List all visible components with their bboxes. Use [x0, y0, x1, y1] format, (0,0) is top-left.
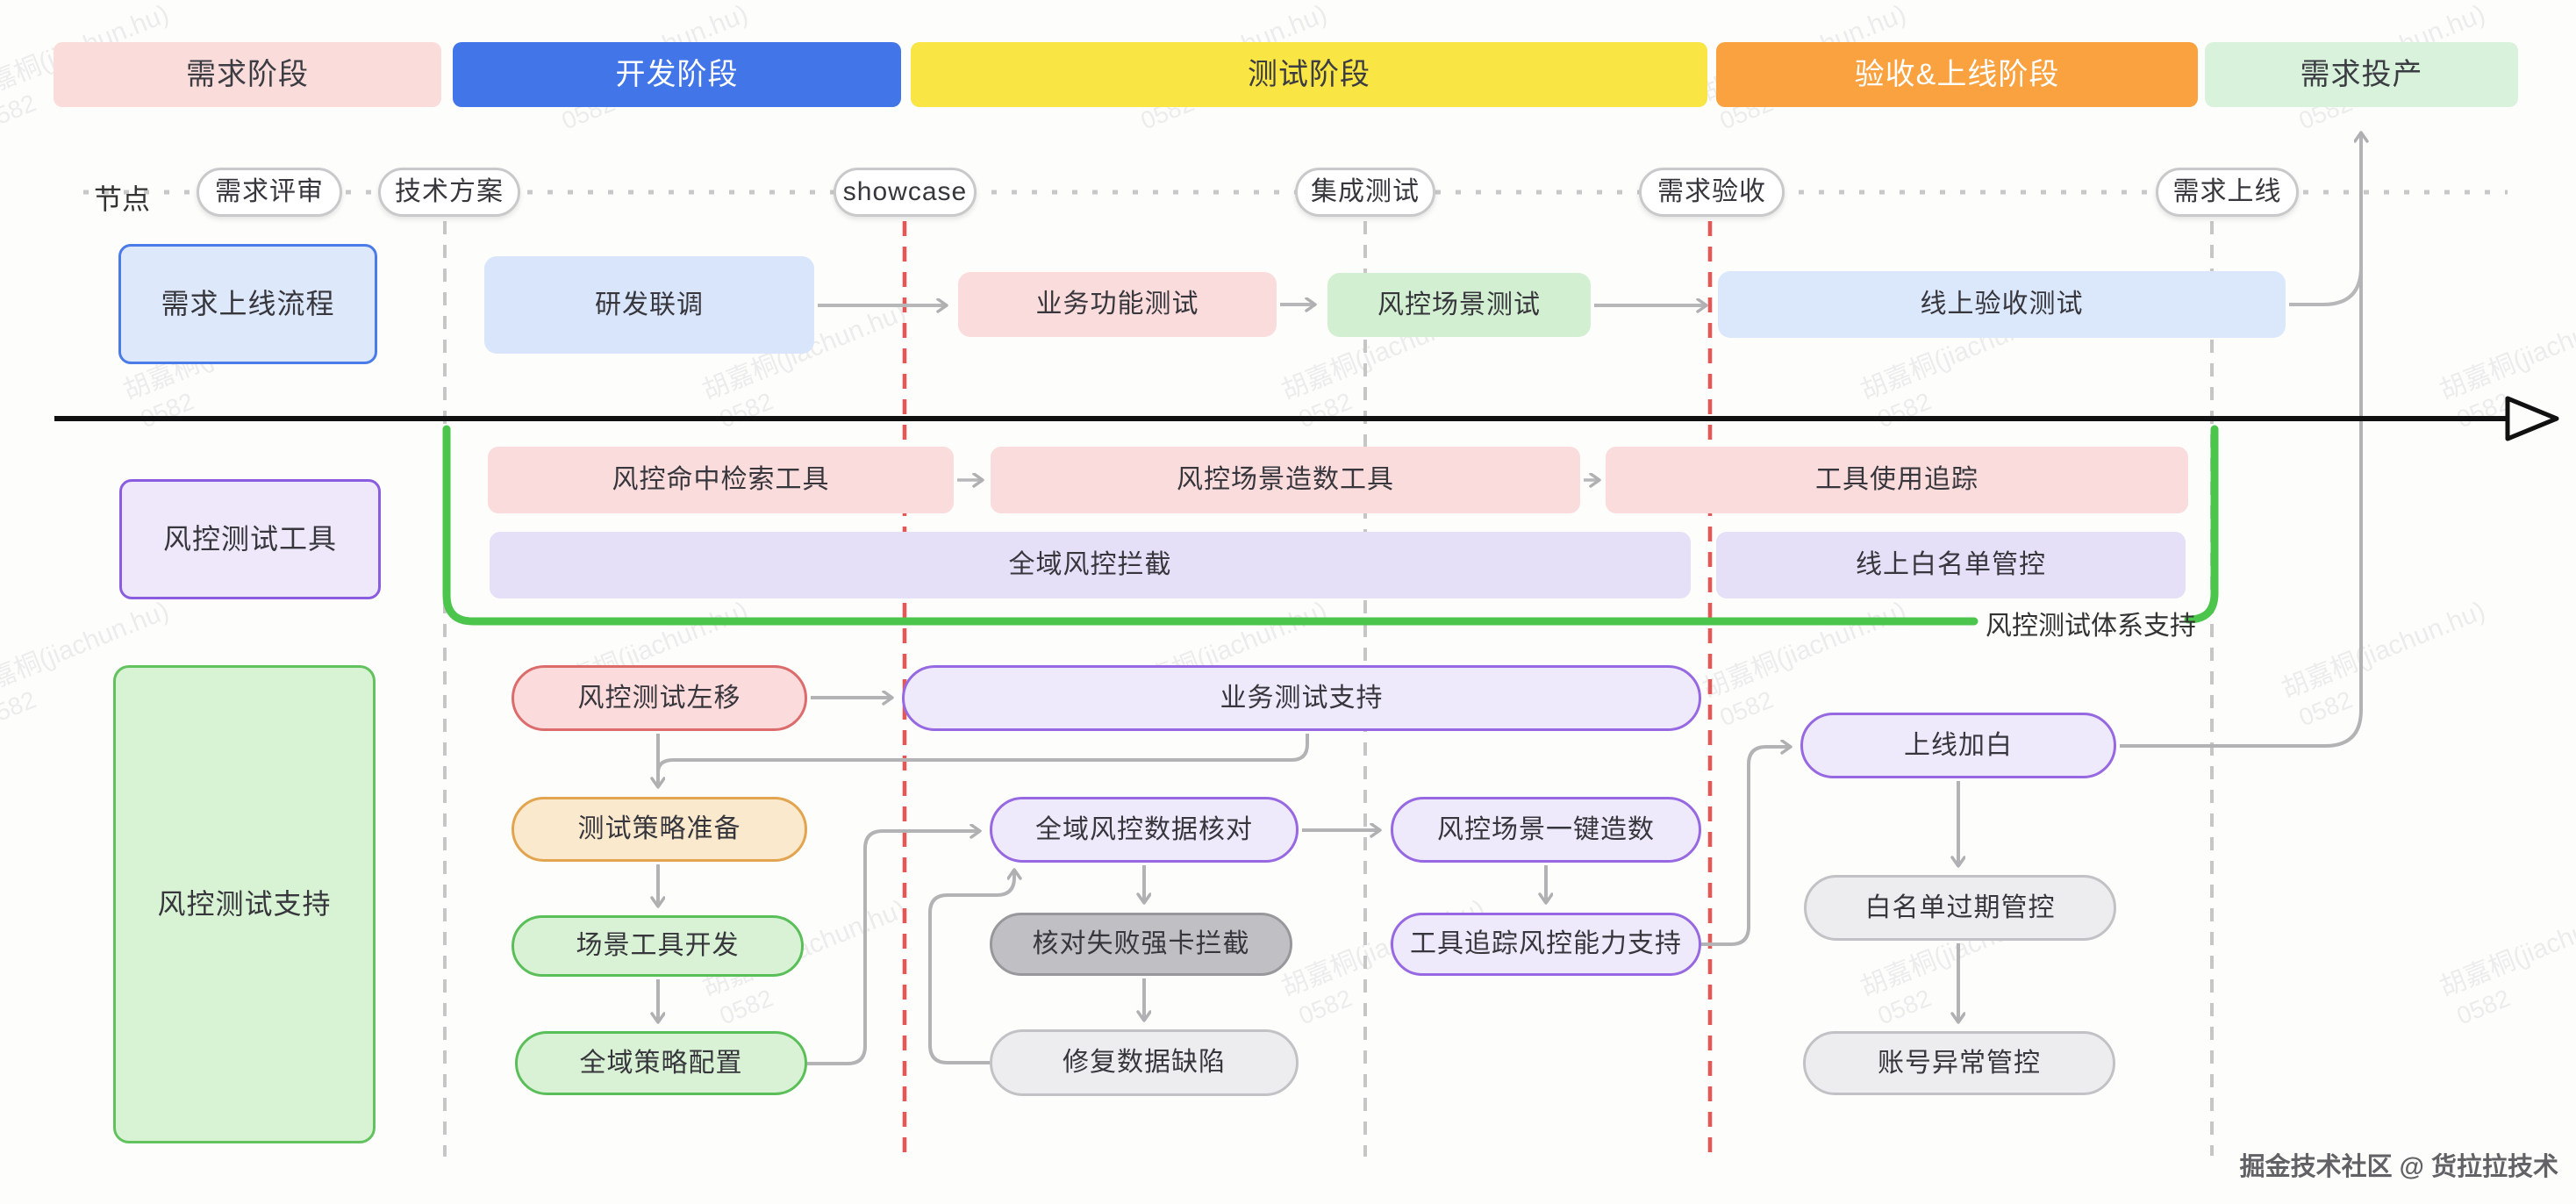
- tool-scene-data-maker: 风控场景造数工具: [991, 447, 1580, 513]
- bar-global-intercept: 全域风控拦截: [490, 532, 1691, 598]
- bracket-right: [2184, 425, 2219, 624]
- watermark: 胡嘉桐(jiachun.hu)0582: [2435, 297, 2576, 434]
- step-dev-joint-debug: 研发联调: [484, 256, 814, 354]
- connector-accepttest-to-production: [2289, 266, 2363, 306]
- arrow-tooltrace-to-golive: [1701, 747, 1790, 946]
- node-scene-tool-dev: 场景工具开发: [512, 915, 804, 977]
- phase-production: 需求投产: [2205, 42, 2518, 107]
- node-tool-trace-support: 工具追踪风控能力支持: [1391, 913, 1701, 976]
- watermark: 胡嘉桐(jiachun.hu)0582: [2277, 596, 2490, 732]
- phase-testing: 测试阶段: [911, 42, 1707, 107]
- milestone-requirement-accept: 需求验收: [1639, 168, 1785, 217]
- milestone-requirement-review: 需求评审: [197, 168, 342, 217]
- node-whitelist-expire: 白名单过期管控: [1804, 875, 2116, 941]
- node-account-abnormal: 账号异常管控: [1803, 1031, 2115, 1095]
- lane-label-test-support: 风控测试支持: [113, 665, 376, 1143]
- watermark: 胡嘉桐(jiachun.hu)0582: [2435, 894, 2576, 1030]
- connector-bizsupport-merge: [656, 734, 1309, 773]
- node-one-click-data: 风控场景一键造数: [1391, 797, 1701, 863]
- bar-online-whitelist-control: 线上白名单管控: [1716, 532, 2186, 598]
- phase-acceptance: 验收&上线阶段: [1716, 42, 2198, 107]
- lane-label-test-tools: 风控测试工具: [119, 479, 381, 599]
- milestone-tech-plan: 技术方案: [378, 168, 520, 217]
- phase-requirement: 需求阶段: [54, 42, 441, 107]
- nodes-caption: 节点: [94, 183, 151, 215]
- node-go-live-whitelist: 上线加白: [1800, 713, 2116, 778]
- milestone-requirement-launch: 需求上线: [2156, 168, 2299, 217]
- phase-development: 开发阶段: [453, 42, 901, 107]
- node-check-fail-block: 核对失败强卡拦截: [990, 913, 1292, 976]
- node-shift-left: 风控测试左移: [512, 665, 807, 731]
- bracket-label-test-system-support: 风控测试体系支持: [1986, 612, 2196, 641]
- node-strategy-prep: 测试策略准备: [512, 797, 807, 862]
- tool-usage-trace: 工具使用追踪: [1606, 447, 2188, 513]
- arrow-golive-to-production: [2120, 133, 2361, 748]
- node-global-strategy-config: 全域策略配置: [515, 1031, 807, 1095]
- step-online-accept-test: 线上验收测试: [1718, 271, 2286, 338]
- step-biz-function-test: 业务功能测试: [958, 272, 1277, 337]
- node-fix-data-defect: 修复数据缺陷: [990, 1029, 1299, 1096]
- node-biz-test-support: 业务测试支持: [902, 665, 1701, 731]
- node-global-data-check: 全域风控数据核对: [990, 797, 1299, 863]
- step-risk-scene-test: 风控场景测试: [1327, 273, 1591, 337]
- tool-hit-search: 风控命中检索工具: [488, 447, 954, 513]
- footer-credit: 掘金技术社区 @ 货拉拉技术: [2239, 1153, 2558, 1181]
- milestone-showcase: showcase: [834, 168, 977, 217]
- lane-label-release-flow: 需求上线流程: [118, 244, 377, 364]
- milestone-integration-test: 集成测试: [1295, 168, 1435, 217]
